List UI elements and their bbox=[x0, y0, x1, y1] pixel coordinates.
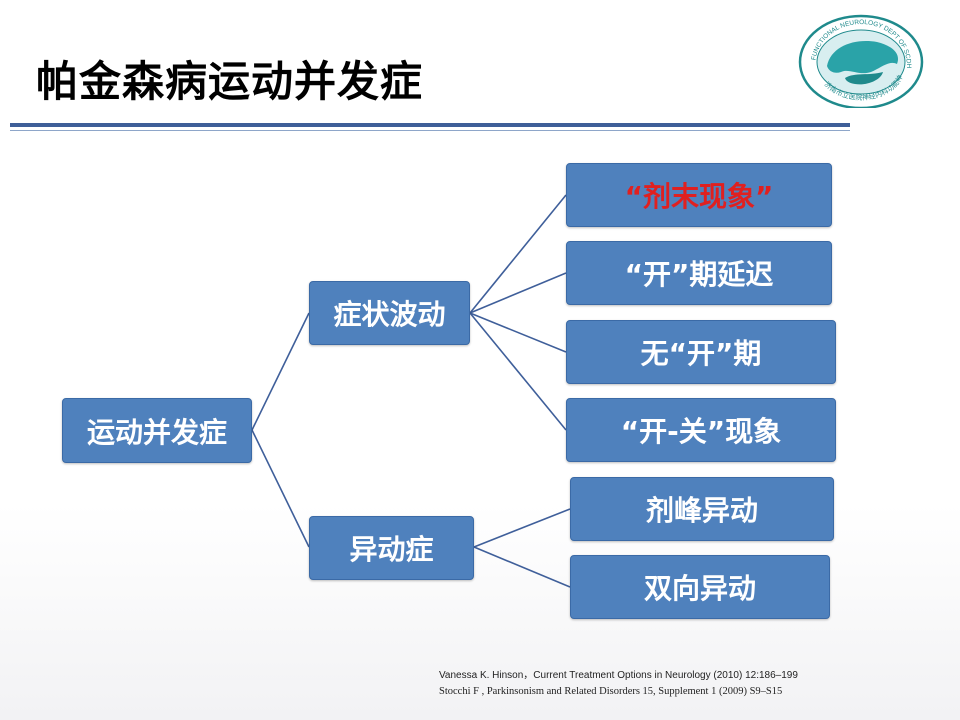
reference-1: Vanessa K. Hinson，Current Treatment Opti… bbox=[439, 670, 798, 681]
connector-branch1-leaf2 bbox=[469, 272, 567, 314]
connector-branch1-leaf4 bbox=[469, 312, 567, 431]
slide-title: 帕金森病运动并发症 bbox=[36, 57, 424, 106]
branch-node-dyskinesia: 异动症 bbox=[309, 516, 474, 580]
leaf-node-peak-dose-dyskinesia: 剂峰异动 bbox=[570, 477, 834, 541]
leaf-node-wearing-off: “剂末现象” bbox=[566, 163, 832, 227]
connector-branch1-leaf3 bbox=[469, 312, 567, 353]
branch-node-symptom-fluctuation: 症状波动 bbox=[309, 281, 470, 345]
reference-2: Stocchi F , Parkinsonism and Related Dis… bbox=[439, 686, 783, 697]
root-node: 运动并发症 bbox=[62, 398, 252, 463]
connector-branch1-leaf1 bbox=[469, 194, 567, 314]
connector-root-branch2 bbox=[251, 429, 310, 548]
leaf-node-on-off: “开-关”现象 bbox=[566, 398, 836, 462]
leaf-node-no-on: 无“开”期 bbox=[566, 320, 836, 384]
title-underline-thin bbox=[10, 130, 850, 131]
leaf-node-delayed-on: “开”期延迟 bbox=[566, 241, 832, 305]
connector-branch2-leaf1 bbox=[473, 508, 571, 548]
connector-branch2-leaf2 bbox=[473, 546, 571, 588]
connector-root-branch1 bbox=[251, 312, 310, 431]
institution-logo: FUNCTIONAL NEUROLOGY DEPT OF SCDH 济南市立医院… bbox=[797, 10, 924, 108]
leaf-node-biphasic-dyskinesia: 双向异动 bbox=[570, 555, 830, 619]
title-underline bbox=[10, 123, 850, 127]
